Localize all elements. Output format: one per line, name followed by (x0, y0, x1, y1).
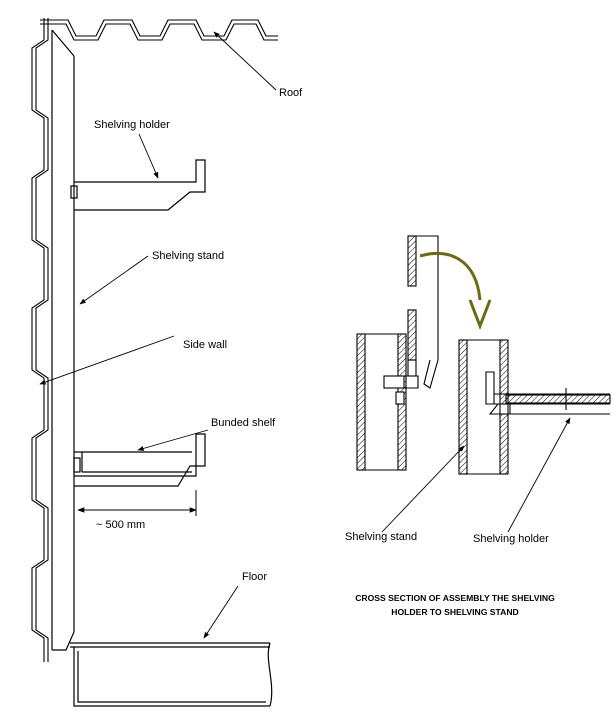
floor-slab (70, 642, 273, 707)
cs-holder-assembled (485, 371, 611, 415)
shelving-stand-label: Shelving stand (152, 250, 224, 262)
shelving-holder-label: Shelving holder (94, 119, 170, 131)
bunded-shelf (73, 433, 206, 487)
cs-shelving-stand-label: Shelving stand (345, 531, 417, 543)
cs-holder-upper (407, 235, 439, 389)
caption-line-1: Cross section of assembly the shelving (355, 593, 555, 603)
caption-line-2: holder to shelving stand (391, 607, 518, 617)
side-wall-label: Side wall (183, 339, 227, 351)
dimension-line (77, 490, 197, 516)
shelving-stand (51, 29, 75, 651)
cs-stand-left (356, 333, 419, 471)
roof-label: Roof (279, 87, 303, 99)
dimension-label: ~ 500 mm (96, 519, 145, 531)
side-wall-profile (31, 18, 49, 662)
floor-label: Floor (242, 571, 267, 583)
cs-shelving-holder-label: Shelving holder (473, 533, 549, 545)
assembly-arrow (419, 252, 492, 331)
shelving-holder (70, 159, 206, 211)
roof-profile (40, 19, 278, 41)
leader-lines-left (39, 31, 277, 639)
bunded-shelf-label: Bunded shelf (211, 417, 276, 429)
leader-lines-right (381, 417, 571, 533)
